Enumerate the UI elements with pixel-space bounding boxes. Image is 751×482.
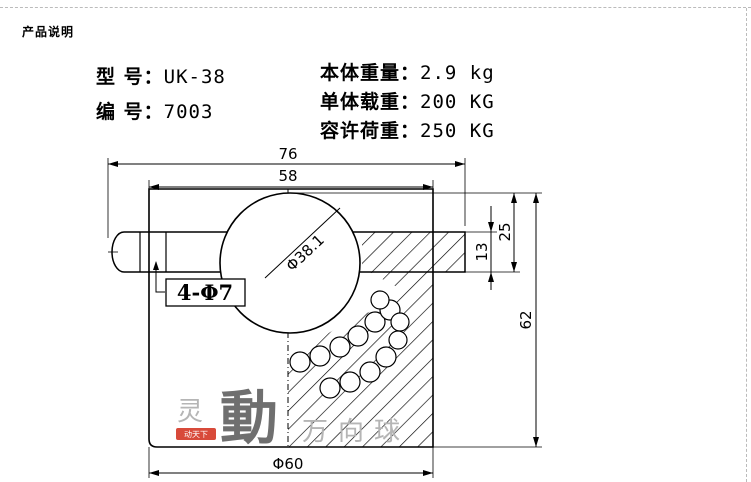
dim-60-arrow-left — [149, 470, 159, 476]
watermark-char-5: 球 — [374, 417, 400, 447]
dim-60-arrow-right — [423, 470, 433, 476]
bolt-leader — [155, 262, 165, 293]
watermark-tag: 动天下 — [184, 429, 208, 439]
dim-25-arrow-bottom — [511, 262, 517, 272]
spec-allowable-load: 容许荷重：250 KG — [320, 116, 495, 143]
dim-62-arrow-bottom — [533, 437, 539, 447]
support-balls — [289, 290, 410, 399]
dim-76-arrow-left — [108, 161, 118, 167]
flange-section-hatch — [433, 232, 465, 272]
body-outline — [148, 188, 434, 448]
page-right-border — [745, 8, 747, 482]
dim-62-arrow-top — [533, 193, 539, 203]
spec-unit-load: 单体载重：200 KG — [320, 87, 495, 114]
watermark-char-4: 向 — [338, 417, 364, 447]
dim-58-label: 58 — [278, 167, 297, 185]
spec-code-value: 7003 — [163, 101, 214, 123]
page-top-border — [0, 0, 751, 8]
spec-model: 型 号：UK-38 — [96, 62, 226, 89]
spec-code: 编 号：7003 — [96, 97, 213, 124]
spec-model-value: UK-38 — [163, 66, 226, 88]
dim-58-arrow-left — [149, 184, 159, 190]
spec-allowable-load-label: 容许荷重： — [320, 120, 421, 142]
watermark-char-3: 万 — [302, 417, 328, 447]
dim-13-label: 13 — [473, 242, 491, 261]
watermark-tag-box — [176, 428, 216, 440]
flange-outline — [111, 231, 466, 273]
watermark-logo: 灵 动天下 動 万 向 球 — [176, 384, 400, 452]
bolt-label-box — [165, 278, 246, 307]
spec-unit-load-value: 200 KG — [420, 91, 495, 113]
section-title: 产品说明 — [22, 25, 75, 39]
spec-weight-value: 2.9 kg — [420, 62, 495, 84]
dim-62-label: 62 — [517, 310, 535, 329]
bolt-leader-arrow — [153, 261, 159, 270]
spec-model-label: 型 号： — [96, 66, 164, 88]
spec-weight: 本体重量：2.9 kg — [320, 58, 495, 85]
watermark-char-1: 灵 — [177, 397, 203, 427]
dim-13-arrow-top — [488, 222, 494, 232]
spec-allowable-load-value: 250 KG — [420, 120, 495, 142]
bolt-holes-label: 4-Φ7 — [177, 280, 233, 305]
spec-unit-load-label: 单体载重： — [320, 91, 421, 113]
watermark-char-2: 動 — [220, 384, 278, 452]
dim-13-arrow-bottom — [488, 272, 494, 282]
dim-76-arrow-right — [455, 161, 465, 167]
dim-25-label: 25 — [496, 222, 514, 241]
spec-weight-label: 本体重量： — [320, 62, 421, 84]
spec-code-label: 编 号： — [96, 101, 164, 123]
ball-diameter-leader — [264, 207, 341, 279]
dim-58-arrow-right — [423, 184, 433, 190]
dim-25-arrow-top — [511, 193, 517, 203]
dim-60-label: Φ60 — [273, 455, 304, 473]
dim-76-label: 76 — [278, 145, 297, 163]
